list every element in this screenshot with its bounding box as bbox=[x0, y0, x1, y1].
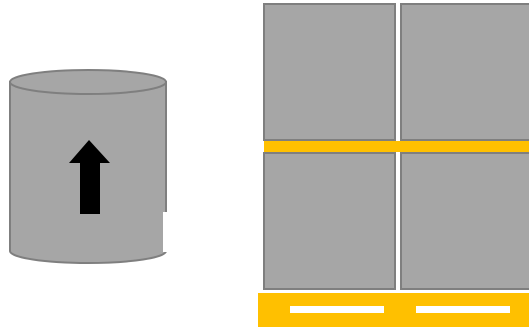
box-top-left bbox=[263, 3, 396, 141]
pallet-slot-left bbox=[290, 306, 384, 313]
box-bottom-left bbox=[263, 152, 396, 290]
barrel-top bbox=[9, 69, 167, 95]
box-top-right bbox=[400, 3, 529, 141]
pallet-slot-right bbox=[416, 306, 510, 313]
palletized-load bbox=[258, 3, 529, 327]
box-bottom-right bbox=[400, 152, 529, 290]
arrow-shape bbox=[69, 140, 110, 214]
pallet-icon bbox=[258, 293, 529, 327]
strap-band bbox=[264, 141, 529, 152]
barrel-edge-highlight bbox=[163, 212, 168, 252]
up-arrow-icon bbox=[69, 140, 110, 214]
